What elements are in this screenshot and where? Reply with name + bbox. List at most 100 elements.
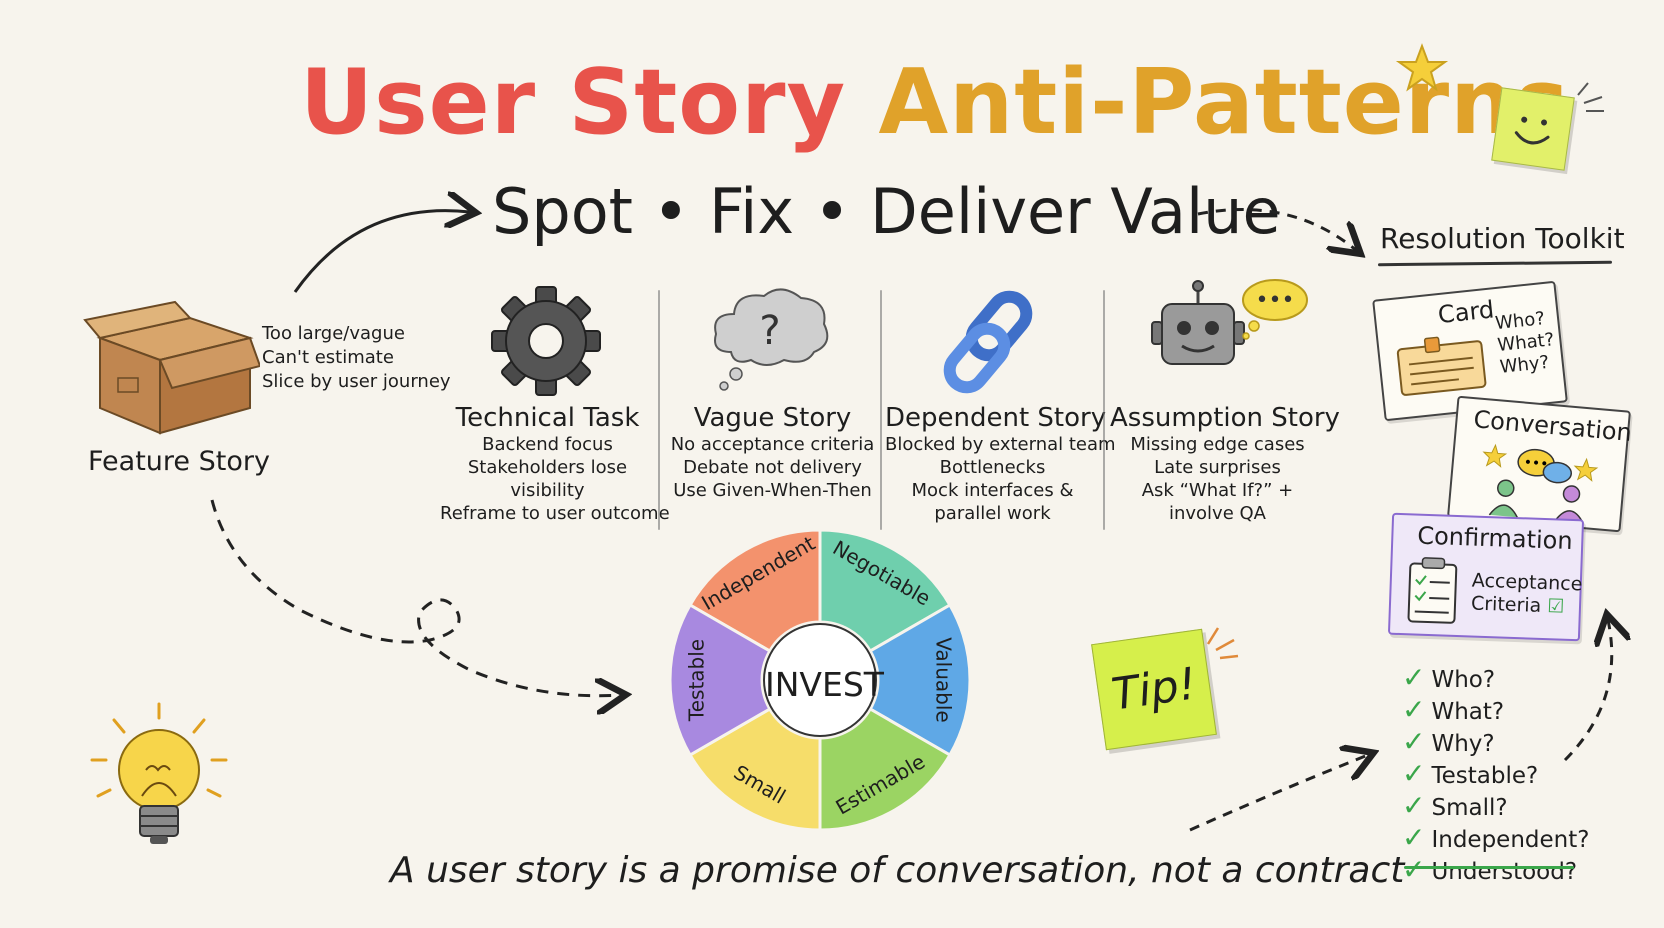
checklist-label: Small? <box>1431 795 1508 821</box>
tip-sticky-note: Tip! <box>1091 628 1217 751</box>
title-part-2: Anti-Patterns <box>878 50 1570 155</box>
arrow-feature-to-invest <box>210 499 620 696</box>
checklist-item: ✓Small? <box>1402 791 1589 823</box>
index-card-icon <box>1396 336 1487 396</box>
checklist-label: Independent? <box>1431 827 1590 853</box>
svg-text:•••: ••• <box>1256 288 1295 313</box>
smiley-sticky-note <box>1491 87 1575 171</box>
invest-center-circle <box>763 623 877 737</box>
column-line: involve QA <box>1168 503 1266 524</box>
checklist-item: ✓Who? <box>1402 663 1589 695</box>
toolkit-checklist: ✓Who? ✓What? ✓Why? ✓Testable? ✓Small? ✓I… <box>1402 663 1589 887</box>
column-line: Missing edge cases <box>1130 434 1305 455</box>
card-questions: Who? What? Why? <box>1494 307 1557 379</box>
column-line: Use Given-When-Then <box>673 480 872 501</box>
sparkle-lines-icon <box>1577 82 1604 112</box>
checklist-underline <box>1404 866 1574 869</box>
column-title: Assumption Story <box>1110 403 1340 433</box>
column-line: Reframe to user outcome <box>440 503 670 524</box>
feature-note: Slice by user journey <box>262 371 451 392</box>
svg-text:?: ? <box>759 308 780 354</box>
column-divider <box>658 290 660 530</box>
checklist-label: Understood? <box>1431 859 1578 885</box>
confirmation-line-text: Criteria <box>1470 592 1542 617</box>
question-cloud-icon: ? <box>714 288 829 391</box>
feature-note: Can't estimate <box>262 347 394 368</box>
feature-notes: Too large/vague Can't estimate Slice by … <box>262 322 451 394</box>
checklist-item: ✓What? <box>1402 695 1589 727</box>
confirmation-line: Criteria ☑ <box>1471 593 1582 620</box>
column-line: Bottlenecks <box>939 457 1046 478</box>
svg-text:•••: ••• <box>1523 455 1549 473</box>
column-vague-story: Vague Story No acceptance criteria Debat… <box>665 403 880 502</box>
invest-segment-testable <box>668 602 772 758</box>
toolkit-card-confirmation: Confirmation Acceptance Criteria ☑ <box>1387 512 1585 642</box>
card-title: Card <box>1436 295 1496 330</box>
invest-segment-small <box>688 706 822 832</box>
invest-segment-estimable <box>818 706 952 832</box>
checklist-item: ✓Independent? <box>1402 823 1589 855</box>
invest-segment-label: Testable <box>685 639 709 722</box>
arrow-checklist-to-confirmation <box>1563 620 1612 762</box>
checkmark-icon: ✓ <box>1402 853 1426 886</box>
feature-story-label: Feature Story <box>88 446 270 477</box>
column-line: Late surprises <box>1154 457 1281 478</box>
card-question: Why? <box>1498 351 1551 378</box>
title-part-1: User Story <box>300 50 847 155</box>
subtitle: Spot • Fix • Deliver Value <box>492 175 1281 248</box>
column-line: Ask “What If?” + <box>1141 480 1294 501</box>
toolkit-card-card: Card Who? What? Why? <box>1372 280 1568 422</box>
arrow-subtitle-to-toolkit <box>1197 208 1356 251</box>
column-line: Backend focus <box>482 434 613 455</box>
column-divider <box>1103 290 1105 530</box>
checkmark-icon: ✓ <box>1402 725 1426 758</box>
invest-segment-independent <box>688 528 822 654</box>
column-assumption-story: Assumption Story Missing edge cases Late… <box>1110 403 1340 525</box>
column-title: Vague Story <box>693 403 852 433</box>
checklist-label: Who? <box>1431 667 1496 693</box>
checklist-label: Testable? <box>1431 763 1539 789</box>
checklist-label: What? <box>1431 699 1505 725</box>
invest-segment-valuable <box>868 602 972 758</box>
column-line: parallel work <box>934 503 1051 524</box>
checkmark-icon: ✓ <box>1402 661 1426 694</box>
checklist-item: ✓Why? <box>1402 727 1589 759</box>
invest-center-label: INVEST <box>765 665 884 704</box>
column-dependent-story: Dependent Story Blocked by external team… <box>885 403 1116 525</box>
arrow-box-to-subtitle <box>293 211 470 293</box>
conversation-people-icon: ••• <box>1482 443 1599 524</box>
checkmark-icon: ✓ <box>1402 693 1426 726</box>
column-line: visibility <box>510 480 585 501</box>
robot-icon: ••• <box>1151 279 1308 365</box>
arrow-to-checklist <box>1189 755 1368 832</box>
lightbulb-icon <box>90 702 228 844</box>
column-divider <box>880 290 882 530</box>
star-icon <box>1395 43 1449 92</box>
checklist-item: ✓Testable? <box>1402 759 1589 791</box>
checkmark-icon: ✓ <box>1402 757 1426 790</box>
checklist-label: Why? <box>1431 731 1495 757</box>
column-title: Technical Task <box>455 403 640 433</box>
column-title: Dependent Story <box>885 403 1107 433</box>
feature-note: Too large/vague <box>262 323 405 344</box>
toolkit-title: Resolution Toolkit <box>1380 222 1625 255</box>
clipboard-icon <box>1407 557 1458 624</box>
column-line: Stakeholders lose <box>467 457 628 478</box>
confirmation-title: Confirmation <box>1416 521 1574 555</box>
column-line: Debate not delivery <box>683 457 862 478</box>
smile-icon <box>1514 116 1550 145</box>
sparkle-lines-icon <box>1206 627 1239 660</box>
checklist-item: ✓Understood? <box>1402 855 1589 887</box>
invest-segment-label: Valuable <box>932 637 956 722</box>
checkbox-icon: ☑ <box>1546 595 1565 618</box>
column-line: Mock interfaces & <box>911 480 1074 501</box>
gear-icon <box>491 286 601 396</box>
checkmark-icon: ✓ <box>1402 789 1426 822</box>
chain-link-icon <box>943 290 1033 394</box>
box-icon <box>83 300 260 435</box>
column-technical-task: Technical Task Backend focus Stakeholder… <box>440 403 670 525</box>
tip-label: Tip! <box>1108 658 1200 721</box>
toolkit-card-conversation: Conversation ••• <box>1447 395 1633 533</box>
